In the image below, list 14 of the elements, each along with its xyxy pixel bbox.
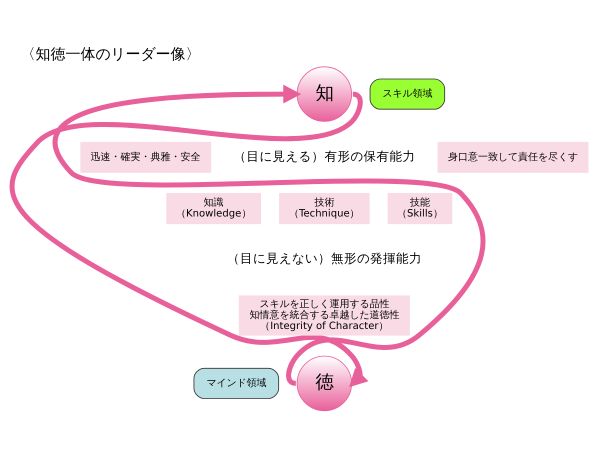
label: （目に見えない）無形の発揮能力 bbox=[226, 250, 422, 266]
node-box: スキルを正しく運用する品性 知情意を統合する卓越した道徳性 （Integrity of Character） bbox=[238, 295, 410, 336]
node-box: 技能 （Skills） bbox=[388, 193, 452, 224]
arrow bbox=[52, 84, 486, 386]
node-box: スキル領域 bbox=[370, 78, 446, 110]
node-box: 知識 （Knowledge） bbox=[166, 193, 262, 224]
node-box: 身口意一致して責任を尽くす bbox=[438, 142, 588, 173]
label: （目に見える）有形の保有能力 bbox=[233, 148, 416, 164]
diagram-title: 〈知徳一体のリーダー像〉 bbox=[20, 44, 200, 63]
node-circle: 徳 bbox=[296, 356, 352, 412]
node-circle: 知 bbox=[296, 66, 352, 122]
node-box: 技術 （Technique） bbox=[279, 193, 370, 224]
node-box: 迅速・確実・典雅・安全 bbox=[80, 142, 212, 173]
node-box: マインド領域 bbox=[194, 368, 280, 399]
